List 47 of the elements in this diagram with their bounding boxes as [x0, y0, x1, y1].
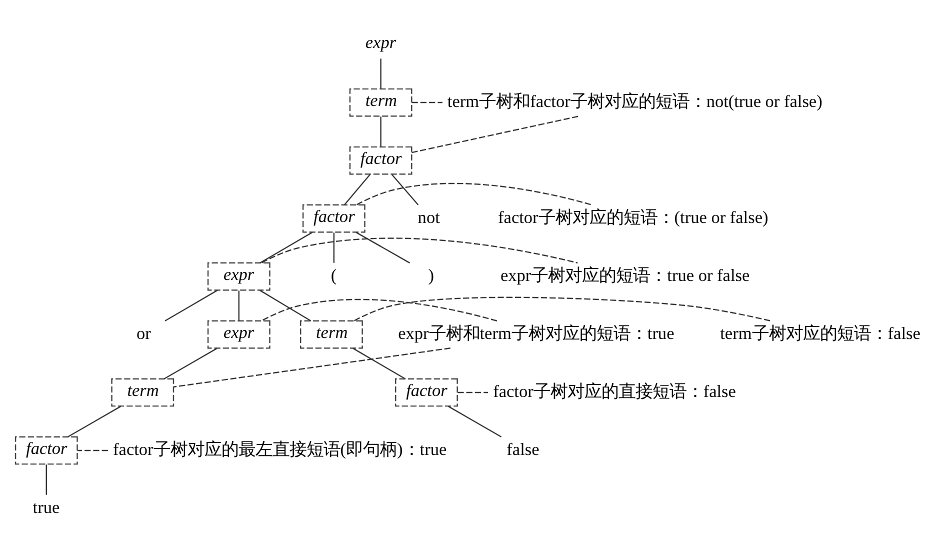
connector	[352, 348, 406, 380]
node-text: not	[418, 208, 440, 228]
node-box: factor	[302, 204, 366, 233]
connector	[380, 58, 382, 89]
node-text: expr子树对应的短语：true or false	[500, 266, 750, 286]
connector	[164, 290, 218, 322]
connector	[412, 116, 580, 154]
node-text: term子树和factor子树对应的短语：not(true or false)	[447, 92, 822, 112]
connector	[174, 348, 450, 388]
node-text: term子树对应的短语：false	[720, 324, 920, 344]
node-box: factor	[349, 146, 412, 175]
node-text: factor子树对应的最左直接短语(即句柄)：true	[113, 440, 447, 460]
connector	[354, 296, 771, 322]
connector	[262, 238, 578, 264]
node-text: (	[330, 266, 337, 286]
connector	[262, 298, 498, 322]
connector	[458, 392, 488, 394]
connector	[412, 102, 442, 104]
connector	[448, 406, 502, 438]
connector	[68, 406, 122, 438]
node-box: term	[349, 88, 412, 117]
node-text: false	[506, 440, 540, 460]
node-box: factor	[395, 378, 458, 407]
connector	[260, 290, 312, 322]
node-text: expr子树和term子树对应的短语：true	[398, 324, 674, 344]
connector	[380, 116, 382, 147]
node-text: )	[428, 266, 434, 286]
node-box: expr	[207, 262, 270, 291]
node-text: factor子树对应的直接短语：false	[493, 382, 736, 402]
connector	[260, 232, 313, 264]
node-text: or	[136, 324, 151, 344]
node-box: factor	[14, 436, 78, 465]
node-text: true	[32, 498, 60, 518]
connector	[356, 182, 592, 206]
node-box: term	[111, 378, 174, 407]
connector	[77, 450, 108, 452]
connector	[356, 232, 410, 264]
connector	[164, 348, 218, 380]
connector	[333, 232, 335, 263]
node-text: factor子树对应的短语：(true or false)	[498, 208, 768, 228]
connector	[46, 464, 47, 495]
connector	[392, 174, 419, 206]
node-text: expr	[365, 32, 396, 52]
node-box: expr	[207, 320, 270, 349]
connector	[344, 174, 370, 206]
connector	[238, 290, 240, 321]
node-box: term	[300, 320, 363, 349]
